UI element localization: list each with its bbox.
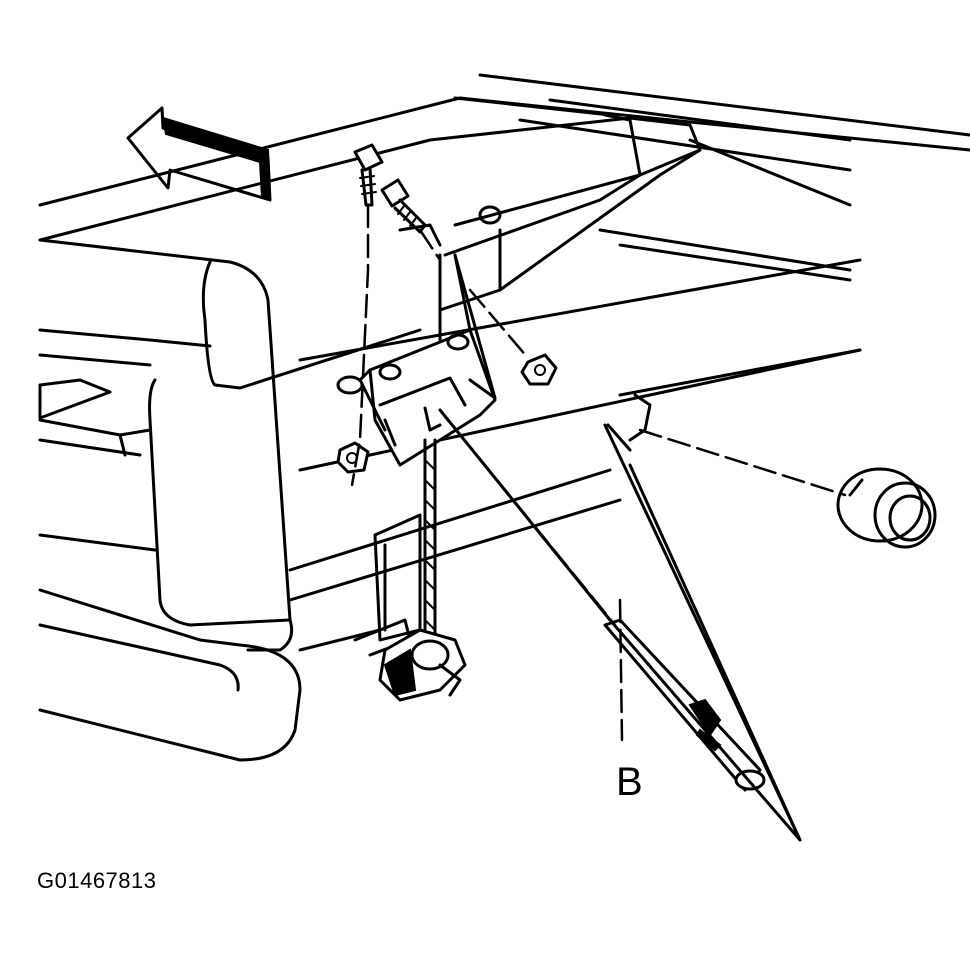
callout-label-b: B: [616, 760, 643, 804]
rear-bumper: [38, 238, 862, 762]
cable-retainer-plate: [378, 628, 467, 702]
access-hole-guide: [606, 393, 652, 452]
frame-crossmember: [38, 73, 970, 342]
bracket-washer: [336, 375, 364, 395]
callout-leaders: [438, 253, 802, 842]
hoist-cable: [423, 438, 437, 642]
mounting-bolt: [353, 143, 384, 207]
direction-arrow-icon: [126, 106, 272, 202]
mounting-bolt-2: [380, 178, 427, 234]
figure-id-label: G01467813: [37, 868, 157, 893]
hex-nut-2: [336, 441, 370, 474]
access-hole-plug: [836, 467, 937, 549]
hex-nut: [520, 353, 558, 386]
